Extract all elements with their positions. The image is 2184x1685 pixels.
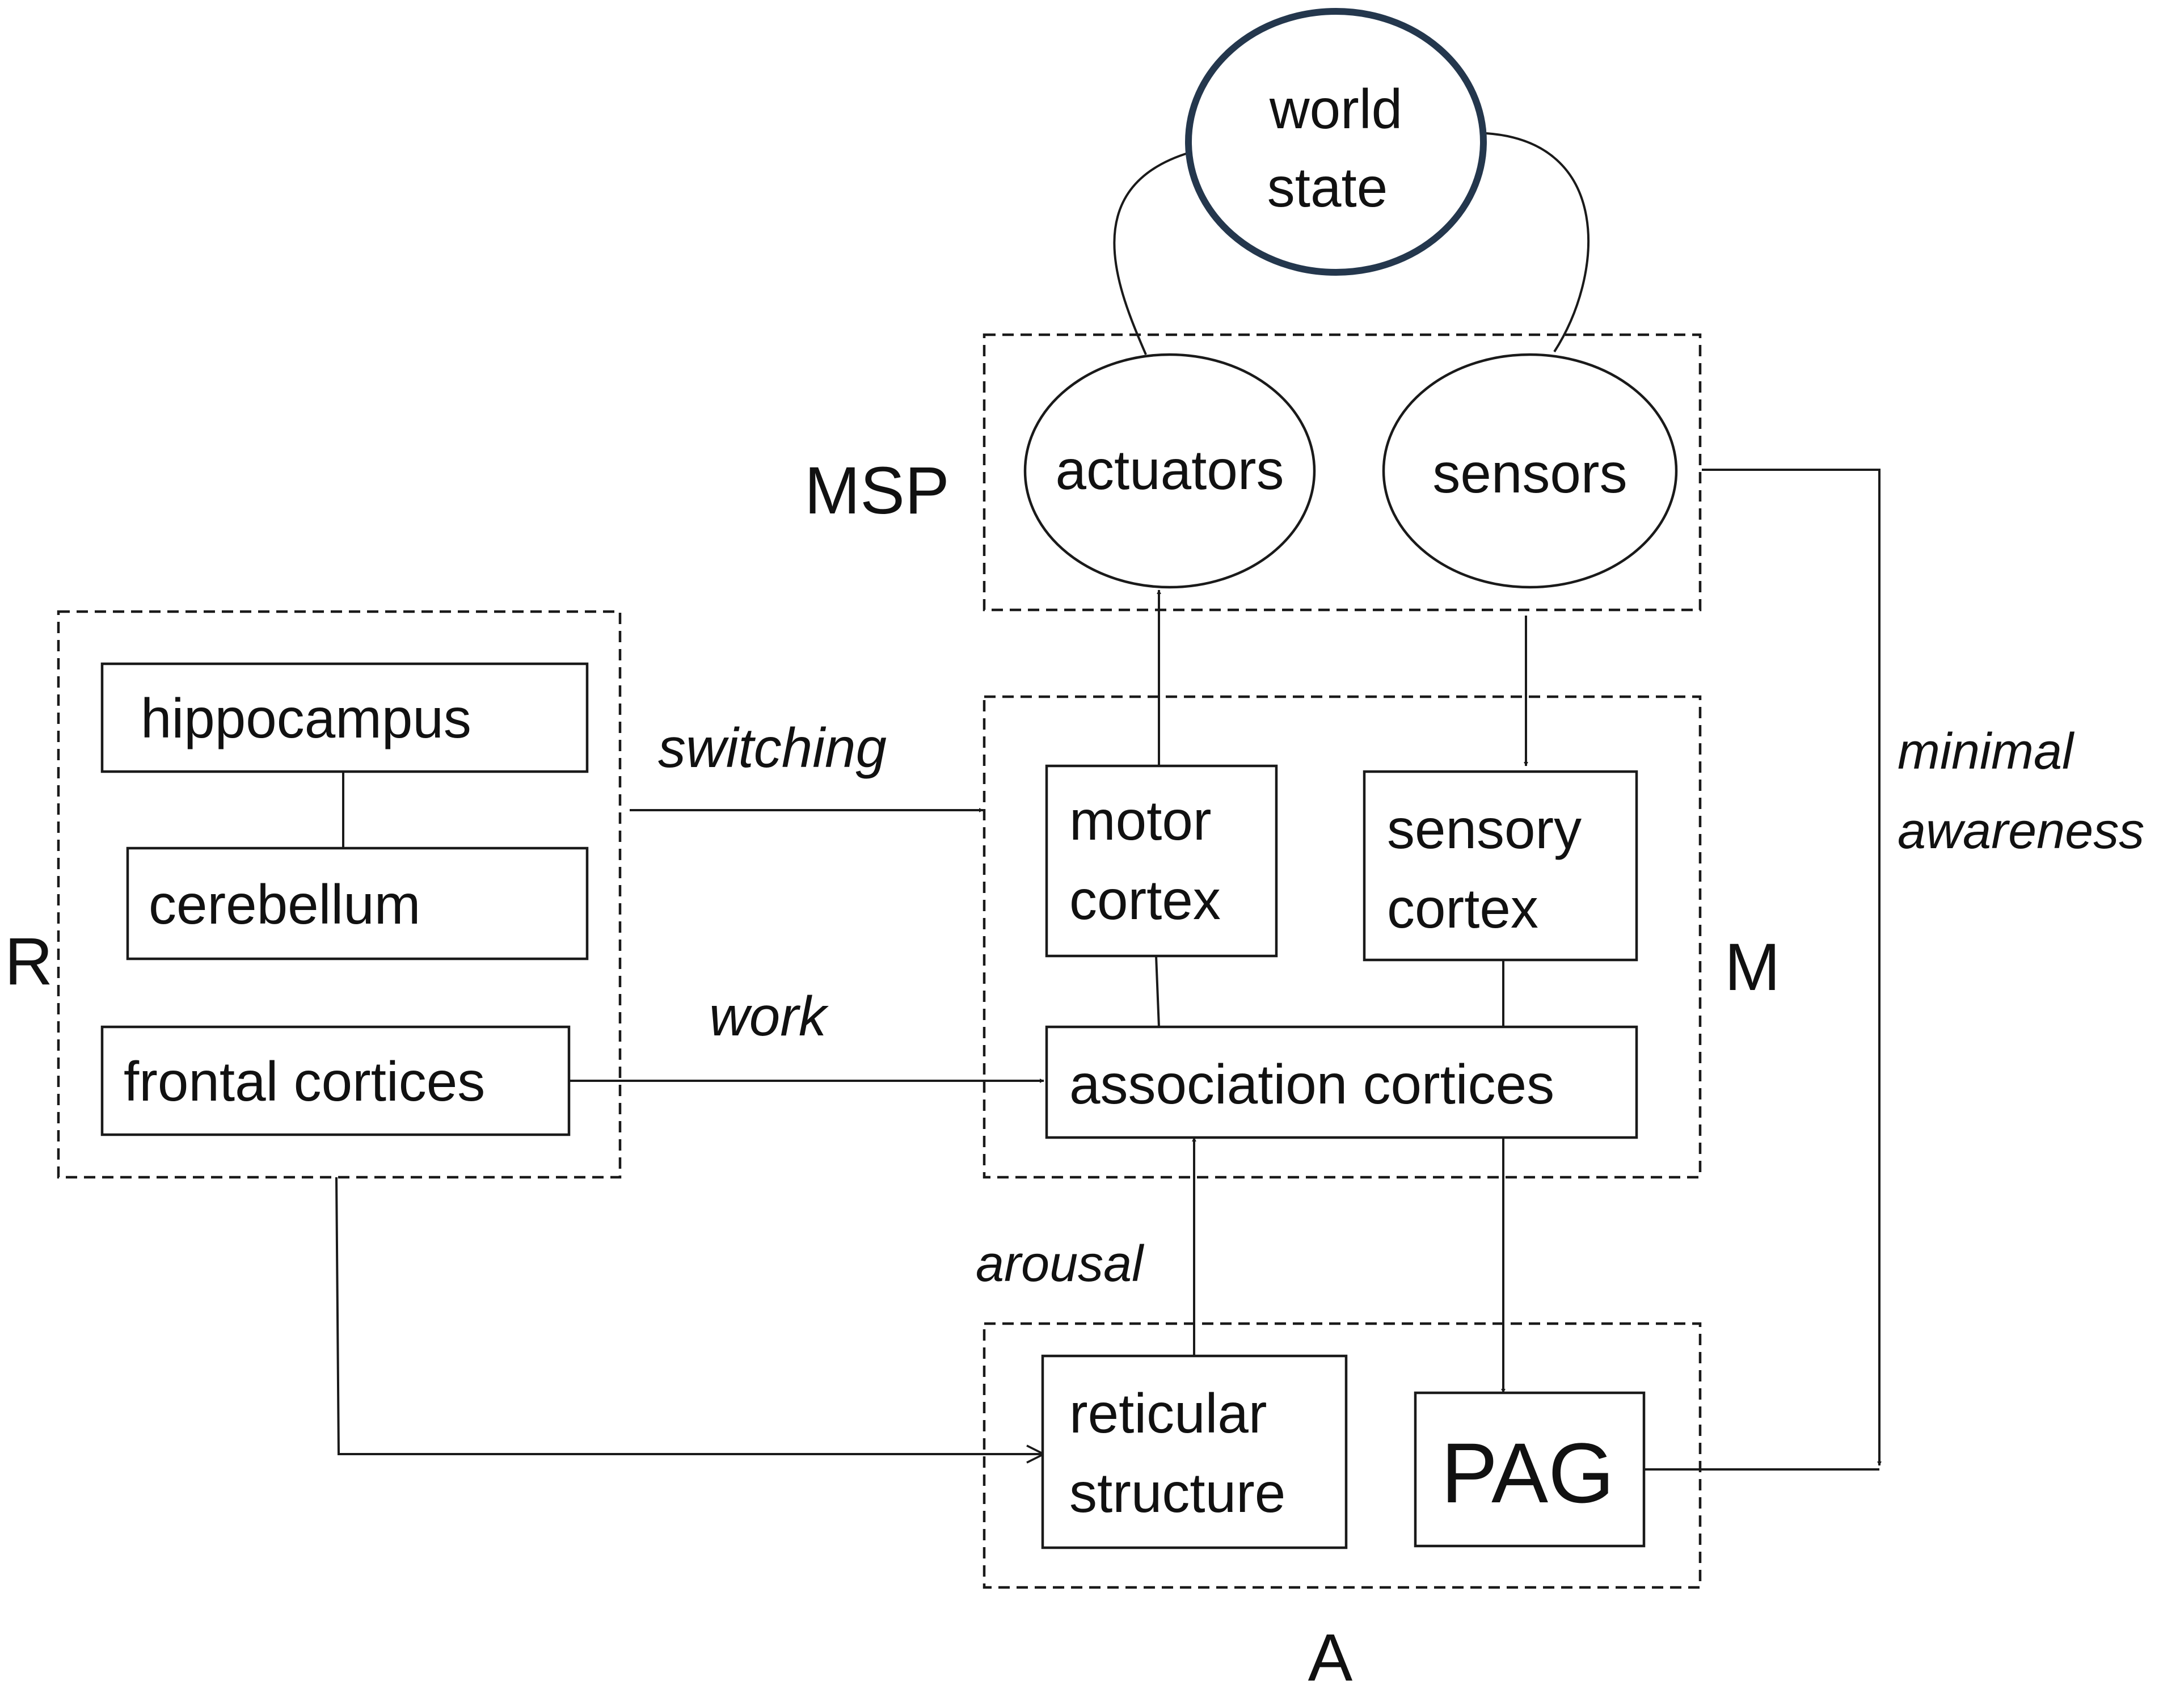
actuators-label: actuators: [1055, 439, 1284, 501]
arousal-edge-label: arousal: [976, 1236, 1145, 1292]
pag-label: PAG: [1441, 1425, 1614, 1520]
world-to-actuators-loop: [1113, 151, 1192, 355]
cerebellum-node: [126, 846, 589, 961]
r-group-label: R: [5, 924, 53, 999]
actuators-node: [1023, 353, 1316, 589]
world-state-node: [1185, 8, 1487, 276]
association-cortices-node: [1045, 1025, 1638, 1139]
r-group: [57, 610, 622, 1179]
sensors-node: [1382, 353, 1678, 589]
minimal-awareness-line-1: minimal: [1898, 723, 2075, 780]
frontal-to-reticular-arrow: [335, 1177, 1044, 1454]
reticular-structure-node: [1041, 1354, 1348, 1549]
a-group-label: A: [1308, 1620, 1353, 1682]
motor-association-link: [1155, 955, 1160, 1027]
frontal-cortices-node: [100, 1025, 571, 1136]
frontal-cortices-label: frontal cortices: [124, 1050, 485, 1113]
m-group-label: M: [1725, 930, 1780, 1005]
reticular-structure-line-2: structure: [1069, 1461, 1285, 1524]
association-cortices-label: association cortices: [1069, 1053, 1554, 1115]
hippocampus-label: hippocampus: [141, 687, 471, 749]
msp-group-label: MSP: [804, 453, 950, 528]
motor-cortex-node: [1045, 764, 1278, 958]
world-state-line-2: state: [1267, 156, 1388, 218]
motor-cortex-line-1: motor: [1069, 789, 1212, 852]
minimal-awareness-arrow: [1702, 469, 1882, 1466]
sensors-to-world-loop: [1486, 132, 1589, 353]
minimal-awareness-line-2: awareness: [1898, 803, 2144, 860]
cerebellum-label: cerebellum: [149, 873, 420, 936]
hippocampus-node: [100, 662, 589, 773]
sensory-cortex-line-2: cortex: [1387, 877, 1538, 940]
work-edge-label: work: [709, 985, 829, 1047]
switching-edge-label: switching: [658, 717, 887, 779]
motor-cortex-line-2: cortex: [1069, 869, 1221, 931]
sensors-label: sensors: [1432, 442, 1627, 504]
msp-group: [983, 333, 1702, 612]
m-group: [983, 695, 1702, 1179]
pag-node: [1414, 1391, 1646, 1548]
sensory-cortex-line-1: sensory: [1387, 798, 1582, 860]
reticular-structure-line-1: reticular: [1069, 1382, 1267, 1444]
world-state-line-1: world: [1269, 78, 1402, 140]
sensory-cortex-node: [1363, 770, 1638, 962]
